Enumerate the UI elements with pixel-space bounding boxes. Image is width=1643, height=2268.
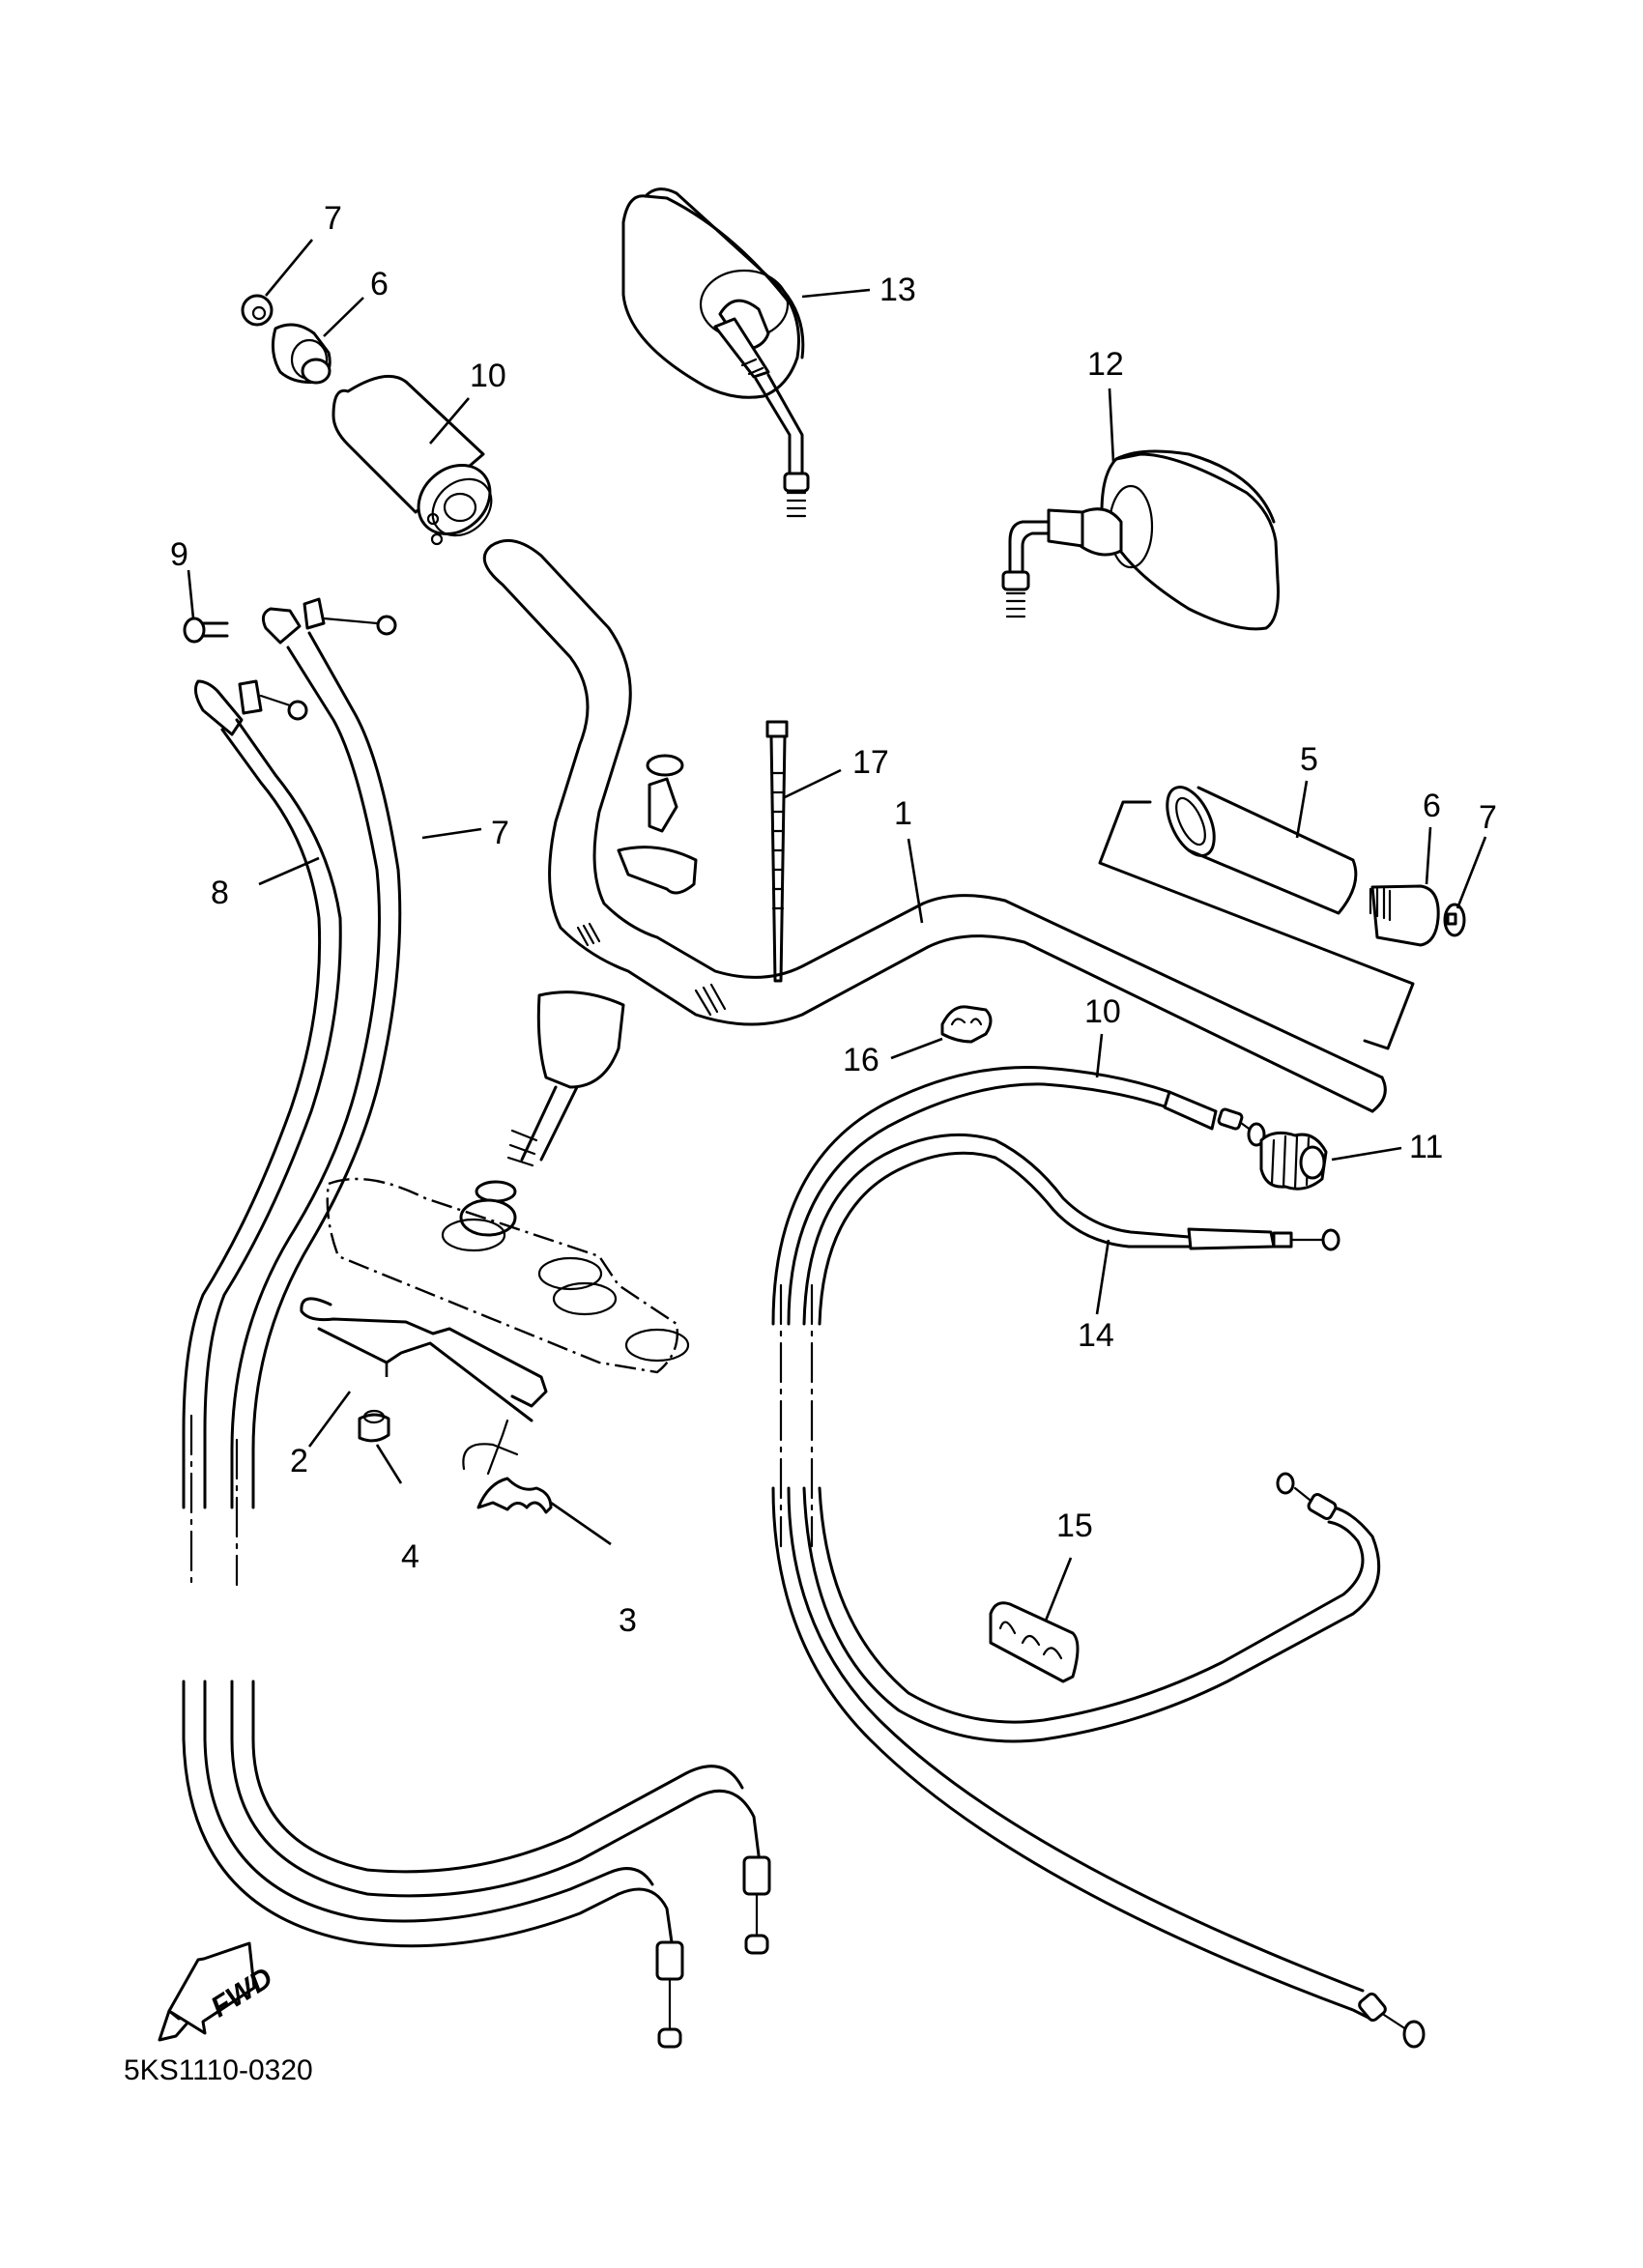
callout-16: 14 — [1078, 1317, 1114, 1354]
leader-13 — [1331, 1146, 1402, 1162]
cable-guide-bracket[interactable] — [300, 1297, 548, 1422]
bracket-hole — [552, 1281, 618, 1316]
throttle-cable-1[interactable] — [230, 597, 771, 1955]
clutch-cable[interactable] — [771, 1065, 1426, 2049]
leader-6-right — [1425, 826, 1432, 885]
leader-10 — [258, 856, 320, 886]
leader-7-left — [264, 239, 314, 297]
callout-11: 9 — [170, 536, 188, 573]
callout-6-right: 6 — [1423, 788, 1441, 824]
callout-5: 5 — [1300, 741, 1318, 778]
callout-8: 10 — [470, 358, 506, 394]
grip-end-cap-left[interactable] — [241, 294, 274, 327]
drawing-code: 5KS1110-0320 — [124, 2054, 313, 2086]
cable-holder-clip[interactable] — [462, 1419, 553, 1514]
callout-7-right: 7 — [1479, 799, 1497, 836]
cable-break-markers-right — [779, 1283, 814, 1548]
grip-bracket — [1098, 800, 1415, 1050]
leader-4 — [375, 1363, 403, 1484]
grip-right[interactable] — [1158, 780, 1358, 915]
leader-9 — [421, 827, 482, 840]
callout-7-left: 7 — [324, 200, 342, 237]
callout-12: 10 — [1084, 993, 1121, 1030]
leader-8 — [429, 397, 470, 445]
callout-15: 13 — [879, 272, 916, 308]
leader-3 — [550, 1501, 612, 1546]
choke-cable[interactable] — [802, 1133, 1381, 1743]
grip-left[interactable] — [331, 374, 504, 548]
callout-10: 8 — [211, 875, 229, 911]
cable-boot[interactable] — [1259, 1131, 1328, 1191]
callout-3: 3 — [619, 1602, 637, 1639]
clamp[interactable] — [940, 1005, 993, 1044]
grip-end-left[interactable] — [271, 323, 331, 385]
callout-19: 17 — [852, 744, 889, 781]
throttle-cable-2[interactable] — [182, 679, 684, 2049]
cable-holder[interactable] — [989, 1601, 1080, 1683]
callout-2: 2 — [290, 1443, 308, 1479]
leader-11 — [187, 569, 195, 619]
leader-5 — [1295, 780, 1309, 839]
bracket-hole — [624, 1328, 690, 1363]
leader-17 — [1044, 1557, 1073, 1622]
leader-18 — [890, 1037, 943, 1060]
leader-1 — [907, 838, 924, 924]
callout-6-left: 6 — [370, 266, 389, 302]
bracket-hole — [441, 1218, 506, 1252]
grip-end-right[interactable] — [1369, 884, 1440, 947]
screw[interactable] — [183, 617, 229, 644]
callout-17: 15 — [1056, 1507, 1093, 1544]
callout-13: 11 — [1409, 1129, 1443, 1165]
callout-4: 4 — [401, 1538, 419, 1575]
bracket-hole — [537, 1256, 603, 1291]
handlebar[interactable] — [482, 538, 1387, 1113]
handlebar-riser[interactable] — [459, 754, 698, 1237]
callout-14: 12 — [1087, 346, 1124, 383]
cable-break-markers-left — [189, 1414, 239, 1587]
leader-14 — [1108, 388, 1115, 463]
nut[interactable] — [358, 1409, 390, 1443]
cable-tie[interactable] — [765, 720, 789, 983]
leader-6-left — [323, 297, 364, 337]
leader-2 — [307, 1391, 352, 1448]
mirror-left[interactable] — [621, 187, 810, 518]
upper-bracket — [326, 1177, 678, 1374]
callout-9: 7 — [491, 815, 509, 851]
grip-end-cap-right[interactable] — [1443, 903, 1466, 937]
leader-12 — [1095, 1033, 1104, 1078]
leader-7-right — [1456, 836, 1487, 909]
leader-19 — [784, 768, 842, 799]
mirror-right[interactable] — [1001, 449, 1280, 631]
leader-16 — [1095, 1239, 1110, 1315]
leader-15 — [801, 288, 871, 299]
callout-18: 16 — [843, 1042, 879, 1078]
callout-1: 1 — [894, 795, 912, 832]
forward-direction-arrow: FWD — [158, 1941, 278, 2042]
